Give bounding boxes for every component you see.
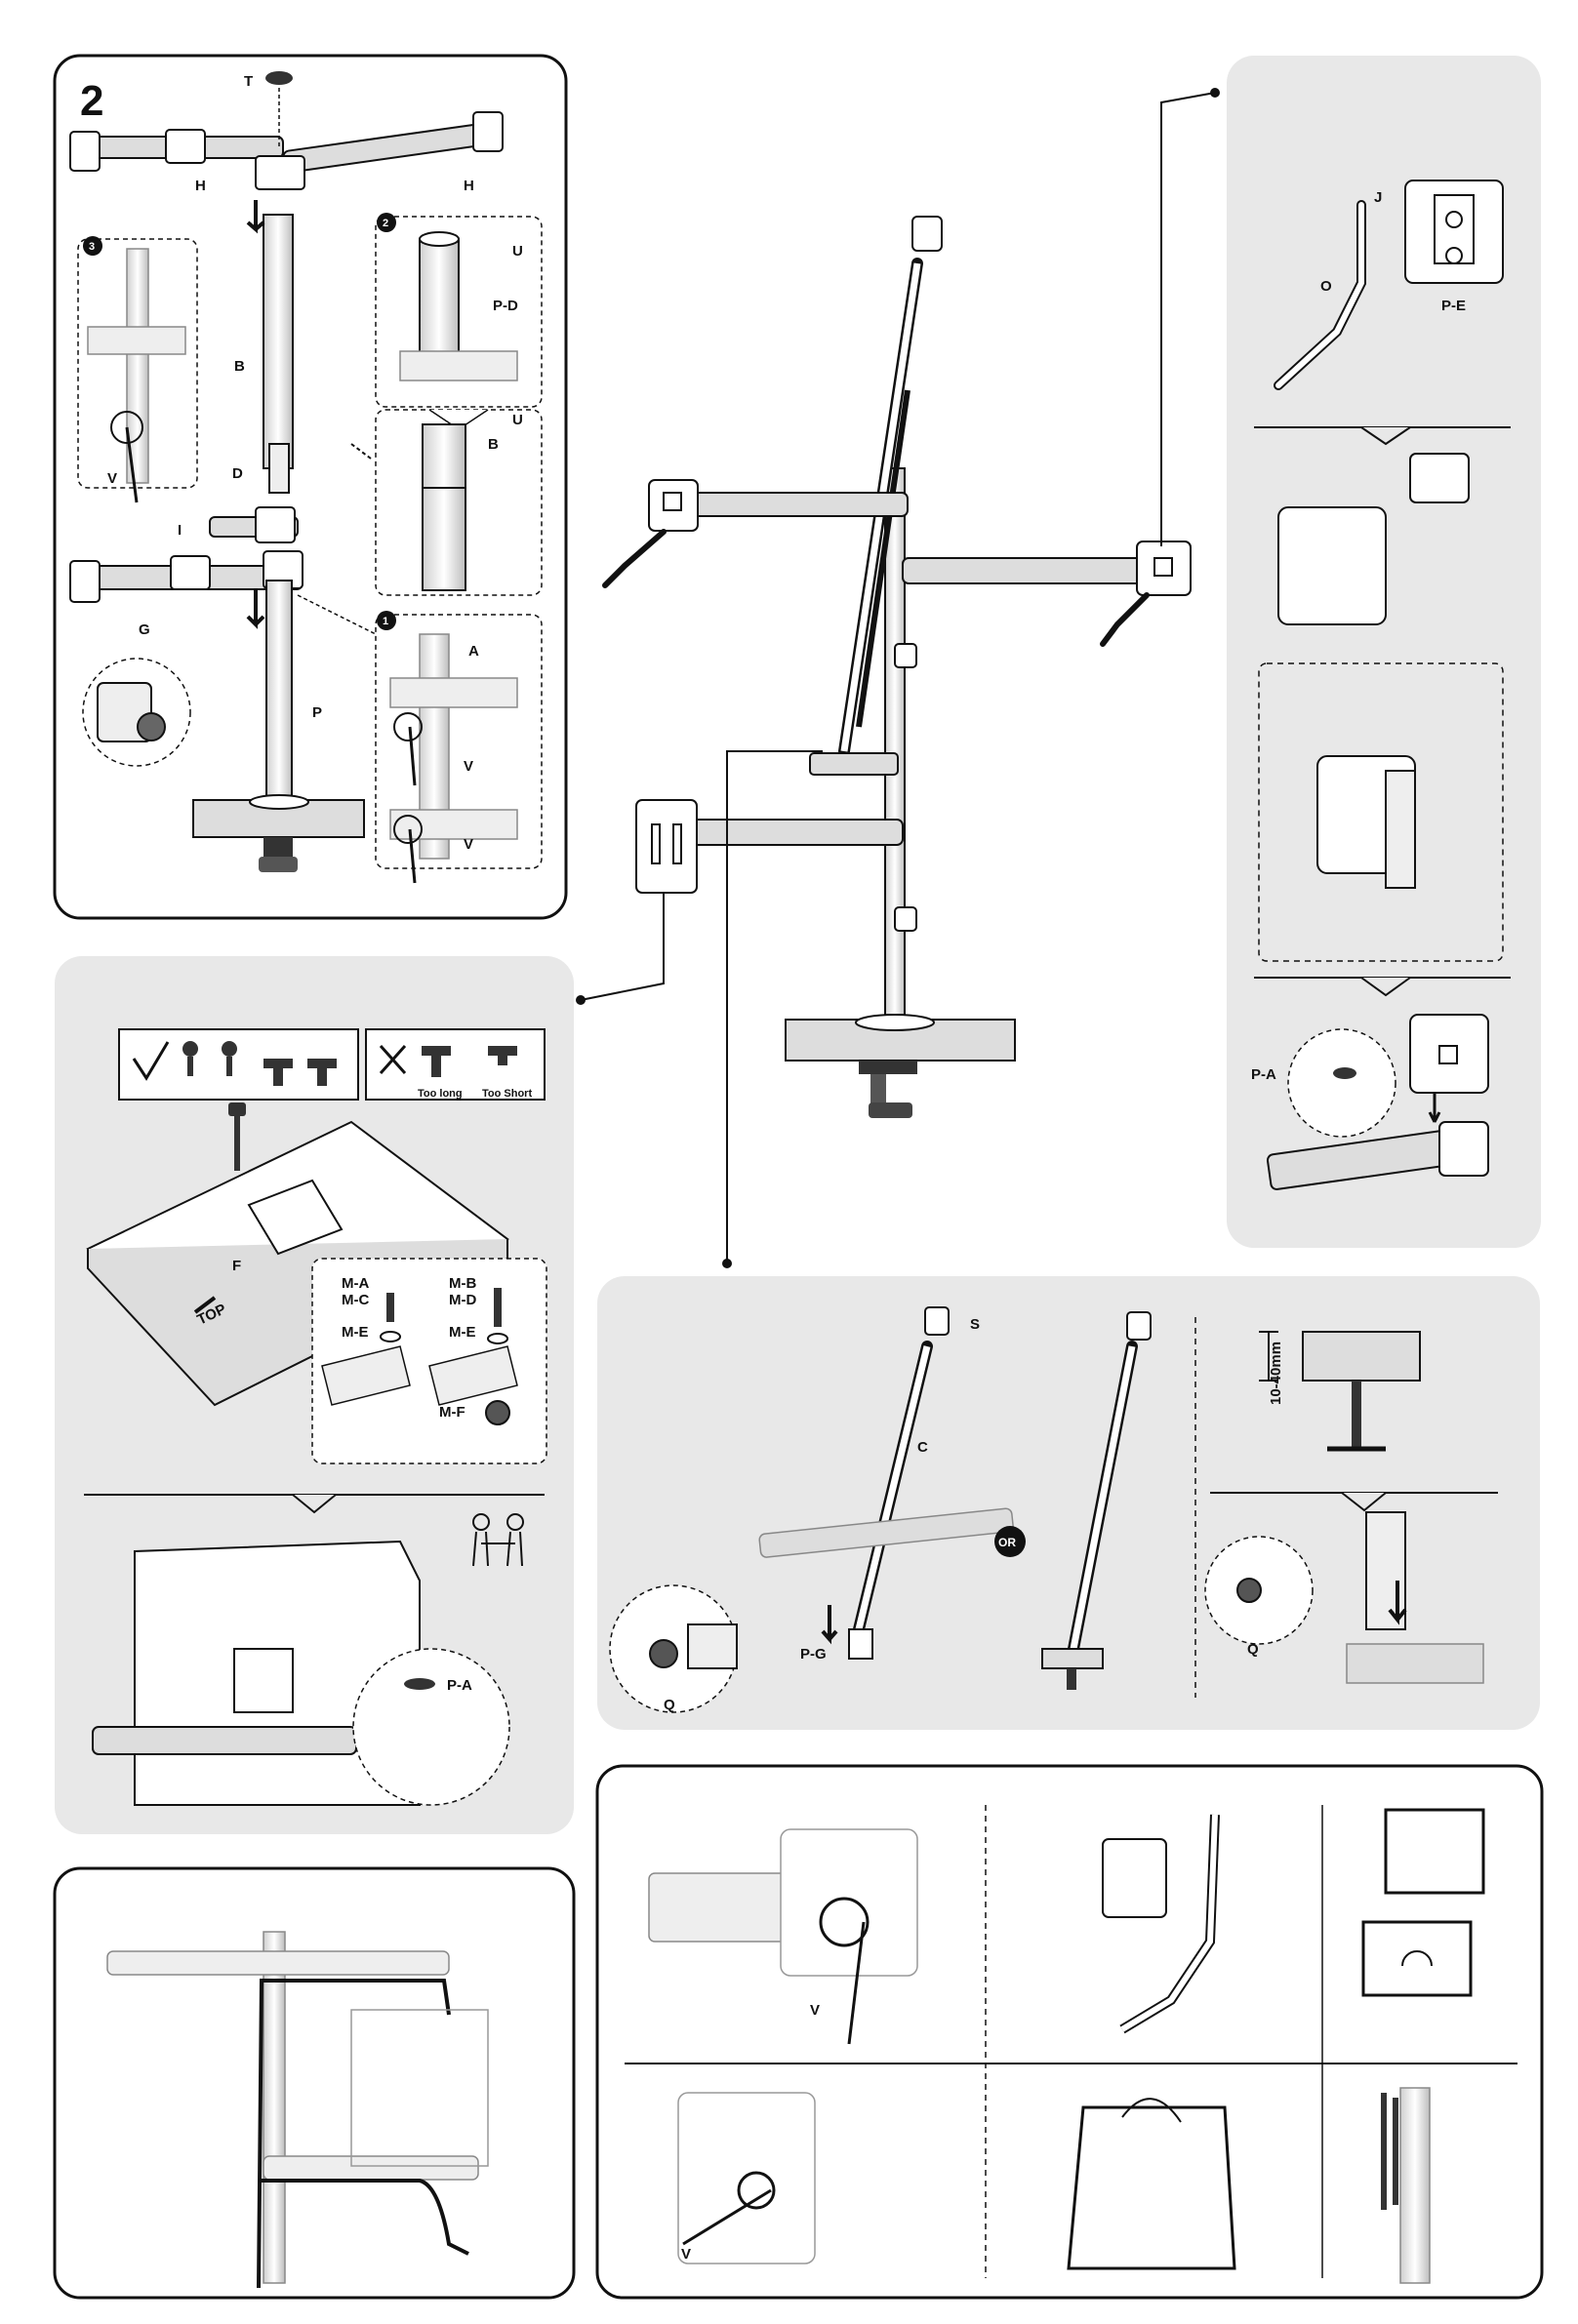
- label-p-a-mount: P-A: [447, 1677, 472, 1694]
- panel-adjustments: V V: [597, 1766, 1542, 2298]
- vesa-plate: [636, 800, 697, 893]
- arm-top-left: [673, 493, 908, 516]
- panel-step-2: 2 3 2: [55, 56, 566, 918]
- label-p-e: P-E: [1441, 298, 1466, 314]
- panel-cable-management: [55, 1868, 574, 2298]
- svg-text:3: 3: [89, 241, 95, 253]
- label-p: P: [312, 704, 322, 721]
- label-p-d: P-D: [493, 298, 518, 314]
- label-f: F: [232, 1258, 241, 1274]
- too-long-label: Too long: [418, 1088, 463, 1100]
- knob-t: [265, 71, 293, 85]
- label-b-zoom: B: [488, 436, 499, 453]
- label-q-right: Q: [1247, 1641, 1259, 1658]
- label-h-left: H: [195, 178, 206, 194]
- svg-text:2: 2: [383, 218, 388, 229]
- panel-boom-install: OR S C P-G Q Q 10-40mm: [597, 1276, 1540, 1730]
- step-number: 2: [80, 77, 103, 125]
- label-m-d: M-D: [449, 1292, 476, 1308]
- label-p-g: P-G: [800, 1646, 827, 1663]
- label-v-adjust-bottom: V: [681, 2246, 691, 2263]
- label-g: G: [139, 621, 150, 638]
- main-pole: [885, 468, 905, 1020]
- label-c: C: [917, 1439, 928, 1456]
- label-u-bottom: U: [512, 412, 523, 428]
- label-m-e-right: M-E: [449, 1324, 476, 1341]
- label-m-b: M-B: [449, 1275, 476, 1292]
- too-short-label: Too Short: [482, 1088, 532, 1100]
- label-m-a: M-A: [342, 1275, 369, 1292]
- label-u-top: U: [512, 243, 523, 260]
- arm-bottom-left: [678, 820, 903, 845]
- label-v-callout3: V: [107, 470, 117, 487]
- label-o: O: [1320, 278, 1332, 295]
- svg-text:1: 1: [383, 616, 388, 627]
- label-p-a-right: P-A: [1251, 1066, 1276, 1083]
- label-b: B: [234, 358, 245, 375]
- main-assembly: [576, 88, 1220, 1268]
- pole-b: [263, 215, 293, 468]
- label-v-callout1a: V: [464, 758, 473, 775]
- label-t: T: [244, 73, 253, 90]
- label-h-right: H: [464, 178, 474, 194]
- label-i: I: [178, 522, 182, 539]
- label-m-f: M-F: [439, 1404, 465, 1421]
- label-j: J: [1374, 189, 1382, 206]
- arm-right: [903, 558, 1156, 583]
- mic-clip: [912, 217, 942, 251]
- label-v-callout1b: V: [464, 836, 473, 853]
- label-d: D: [232, 465, 243, 482]
- label-s: S: [970, 1316, 980, 1333]
- label-a: A: [468, 643, 479, 660]
- panel-monitor-mount: Too long Too Short F TOP M-A: [55, 956, 574, 1834]
- label-m-e-left: M-E: [342, 1324, 369, 1341]
- label-m-c: M-C: [342, 1292, 369, 1308]
- label-q-left: Q: [664, 1697, 675, 1713]
- panel-right-top: J O P-E P-A: [1227, 56, 1541, 1248]
- label-v-adjust-top: V: [810, 2002, 820, 2019]
- label-dimension: 10-40mm: [1268, 1342, 1284, 1405]
- svg-text:OR: OR: [998, 1536, 1016, 1549]
